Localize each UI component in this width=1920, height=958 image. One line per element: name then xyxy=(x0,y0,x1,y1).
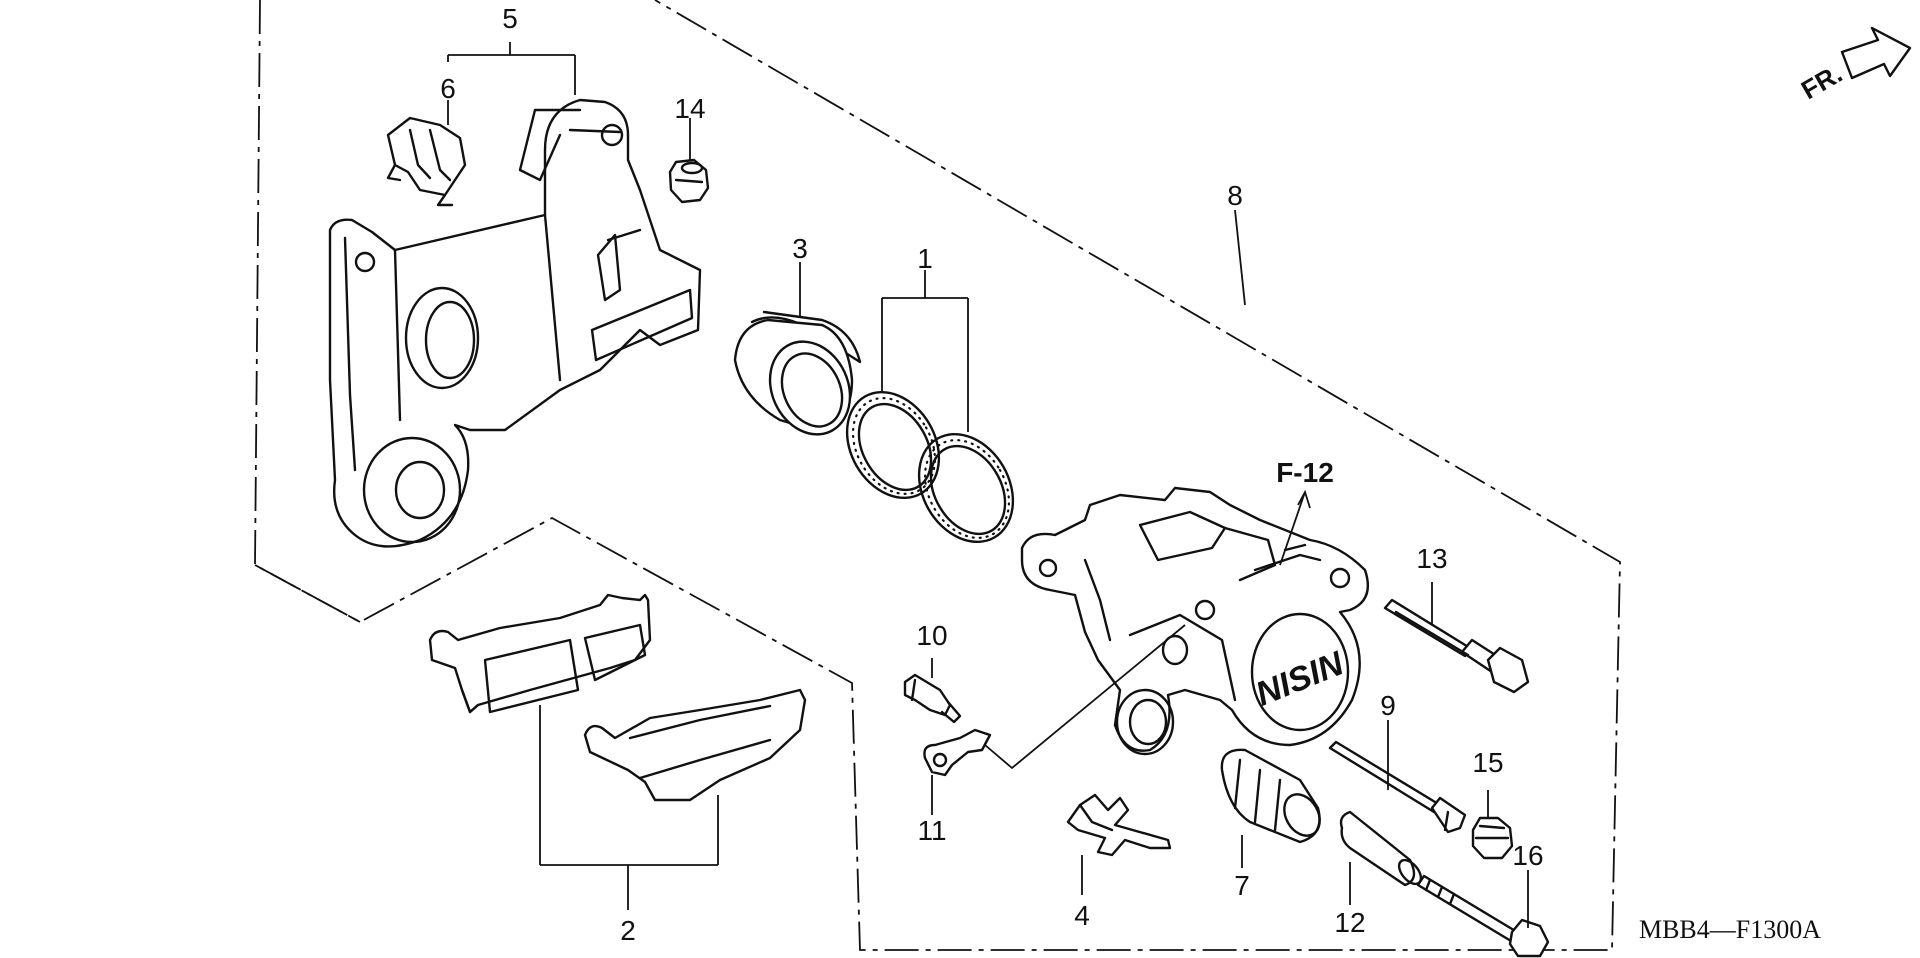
callout-16: 16 xyxy=(1512,840,1543,871)
front-direction-indicator: FR. xyxy=(1796,26,1912,105)
callout-1: 1 xyxy=(917,243,933,274)
bracket-nut xyxy=(668,158,710,204)
brake-pad-set xyxy=(428,593,807,802)
slide-sleeve xyxy=(1339,810,1423,887)
long-flange-bolt xyxy=(1416,874,1550,958)
leader-lines xyxy=(447,42,1529,928)
front-direction-label: FR. xyxy=(1796,58,1847,105)
pad-spring-clip xyxy=(386,116,467,207)
callout-10: 10 xyxy=(916,620,947,651)
callout-4: 4 xyxy=(1074,900,1090,931)
callout-5: 5 xyxy=(502,3,518,34)
group-8-outline xyxy=(254,0,1621,951)
bleed-valve-cap xyxy=(923,728,992,777)
group-2-outline xyxy=(254,564,361,623)
callout-labels: 1 2 3 4 5 6 7 8 9 10 11 12 13 14 15 16 F… xyxy=(440,3,1821,946)
callout-12: 12 xyxy=(1334,907,1365,938)
callout-3: 3 xyxy=(792,233,808,264)
reference-F-12: F-12 xyxy=(1276,457,1334,488)
caliper-body: NISIN xyxy=(1020,486,1370,756)
bleed-valve xyxy=(903,673,962,724)
callout-8: 8 xyxy=(1227,180,1243,211)
caliper-bracket xyxy=(328,98,702,548)
caliper-piston xyxy=(733,310,862,436)
slide-pin xyxy=(1328,740,1467,834)
pin-bolt xyxy=(1383,598,1530,694)
piston-seal-set xyxy=(845,390,1015,544)
pin-cap-nut xyxy=(1471,816,1514,860)
callout-14: 14 xyxy=(674,93,705,124)
callout-15: 15 xyxy=(1472,747,1503,778)
dust-boot xyxy=(1220,748,1321,844)
drawing-code: MBB4—F1300A xyxy=(1639,915,1821,944)
callout-6: 6 xyxy=(440,73,456,104)
pad-retainer-spring xyxy=(1066,793,1172,857)
callout-9: 9 xyxy=(1380,690,1396,721)
callout-11: 11 xyxy=(917,815,946,846)
callout-7: 7 xyxy=(1234,870,1250,901)
callout-13: 13 xyxy=(1416,543,1447,574)
callout-2: 2 xyxy=(620,915,636,946)
